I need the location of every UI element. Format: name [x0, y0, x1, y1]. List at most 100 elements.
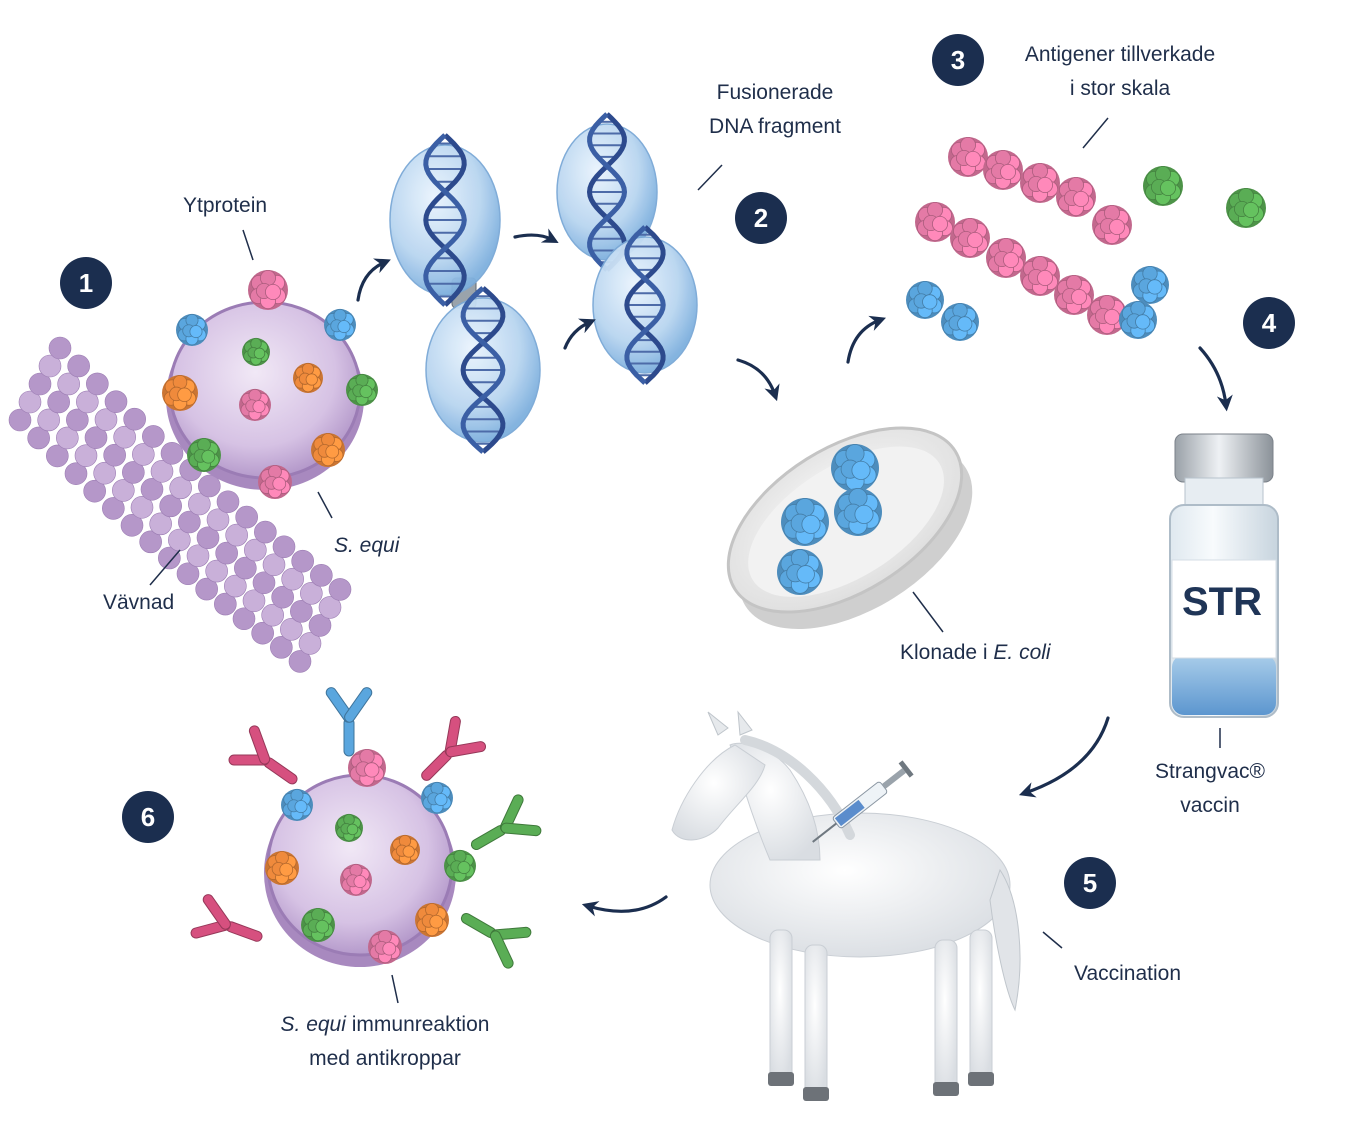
protein-green-lower-bead — [201, 449, 216, 464]
label-fusion-line2: DNA fragment — [709, 115, 841, 138]
label-immun-line2: med antikroppar — [309, 1047, 461, 1070]
tissue-bead — [158, 546, 181, 570]
tissue-bead — [94, 408, 118, 431]
antigen-pink-a-3 — [1056, 176, 1096, 217]
antigen-green-b — [1226, 187, 1266, 228]
antigen-pink-a-2 — [1020, 162, 1060, 203]
ecoli-blob-b-bead — [801, 514, 821, 534]
tissue-bead — [328, 578, 352, 601]
antigen-blue-a-bead — [922, 294, 938, 310]
tissue-bead — [215, 541, 238, 565]
immune-protein-pink-bottom-bead — [382, 941, 397, 956]
antigen-pink-a-1 — [983, 149, 1023, 190]
label-klonade: Klonade i E. coli — [900, 636, 1051, 670]
label-vaccination: Vaccination — [1074, 962, 1182, 985]
immune-protein-pink-center-bead — [353, 875, 367, 889]
label-strangvac-line1: Strangvac® — [1154, 760, 1266, 783]
antibody-pink-right — [421, 715, 487, 781]
protein-pink-bottom — [258, 464, 292, 499]
antigen-green-b-bead — [1243, 201, 1260, 218]
tissue-bead — [262, 553, 286, 577]
leader-vaccination — [1042, 931, 1063, 949]
protein-orange-center — [293, 362, 323, 393]
dna-capsule-b-strand-b — [460, 286, 506, 454]
tissue-bead — [244, 538, 267, 562]
protein-pink-center-bead — [252, 400, 266, 414]
immune-protein-orange-lower — [415, 902, 449, 937]
tissue-bead — [56, 426, 79, 450]
antigen-pink-b-3 — [1020, 255, 1060, 296]
tissue-bead — [139, 530, 162, 554]
tissue-bead — [280, 618, 303, 641]
antibody-pink-lower-arm-right — [202, 894, 231, 930]
antibody-blue-top-stem — [343, 717, 355, 757]
label-klonade-prefix: Klonade i — [900, 641, 994, 664]
tissue-bead — [67, 354, 90, 378]
antigen-pink-a-3-bead — [1073, 190, 1090, 207]
tissue-bead — [150, 460, 174, 483]
label-immun-line1: S. equi immunreaktion — [245, 1008, 525, 1042]
immune-protein-pink-center — [340, 863, 372, 896]
protein-top-pink-bead — [264, 283, 281, 300]
horse-tail — [989, 868, 1021, 1012]
dna-capsule-a — [389, 133, 501, 307]
antibody-pink-lower — [190, 894, 263, 942]
syringe — [812, 760, 914, 843]
arrow-1-to-dna — [356, 258, 391, 302]
tissue-bead — [178, 510, 201, 534]
label-antigen-line2: i stor skala — [1069, 77, 1171, 100]
tissue-bead — [216, 490, 240, 514]
immune-protein-blue-right-bead — [434, 793, 448, 807]
horse-ears — [707, 710, 753, 736]
immune-protein-pink-bottom — [368, 929, 402, 964]
arrow-dish-to-antigen — [846, 315, 887, 364]
syringe-thumb — [898, 760, 914, 778]
horse-hoof-1 — [803, 1087, 829, 1101]
horse-leg-1 — [804, 944, 828, 1096]
antibody-blue-top — [325, 687, 373, 757]
protein-pink-center — [239, 388, 271, 421]
tissue-bead — [300, 582, 323, 605]
label-antigen-line1: Antigener tillverkade — [1024, 43, 1216, 66]
vial-label-text: STR — [1182, 580, 1262, 624]
tissue-bead — [225, 523, 248, 547]
tissue-bead — [270, 636, 293, 659]
syringe-fluid — [834, 799, 865, 827]
tissue-bead — [310, 564, 333, 587]
leader-antigen — [1082, 117, 1109, 149]
step-badge-6: 6 — [122, 791, 174, 843]
syringe-needle — [812, 822, 837, 843]
tissue-bead — [290, 600, 313, 623]
antigen-pink-b-5-bead — [1104, 308, 1121, 325]
tissue-bead — [84, 426, 108, 449]
label-s-equi: S. equi — [334, 529, 399, 563]
tissue-bead — [93, 461, 116, 485]
horse-head — [671, 744, 766, 841]
tissue-bead — [160, 442, 184, 465]
tissue-bead — [232, 607, 256, 631]
antigen-blue-c — [1131, 265, 1169, 304]
tissue-bead — [83, 479, 106, 503]
immune-protein-green-right-bead — [457, 861, 471, 875]
immune-protein-pink-top — [348, 748, 386, 787]
protein-green-center — [242, 337, 270, 366]
immune-protein-orange-left — [265, 850, 299, 885]
antigen-blue-b-bead — [957, 316, 973, 332]
antigen-blue-b — [941, 302, 979, 341]
tissue-bead — [132, 443, 155, 466]
label-fusion: Fusionerade DNA fragment — [690, 76, 860, 144]
tissue-bead — [149, 512, 172, 536]
protein-orange-lower-bead — [325, 444, 340, 459]
immune-protein-green-lower-bead — [315, 919, 330, 934]
tissue-bead — [318, 596, 342, 619]
tissue-bead — [196, 526, 220, 550]
protein-blue-left-bead — [189, 325, 203, 339]
ecoli-blob-c-bead — [854, 504, 874, 524]
arrow-antigen-to-vial — [1198, 346, 1233, 412]
tissue-bead — [27, 426, 50, 450]
leader-ytprotein — [242, 229, 254, 261]
antigen-pink-b-1 — [950, 217, 990, 258]
step-badge-1: 1 — [60, 257, 112, 309]
tissue-bead — [195, 577, 218, 601]
